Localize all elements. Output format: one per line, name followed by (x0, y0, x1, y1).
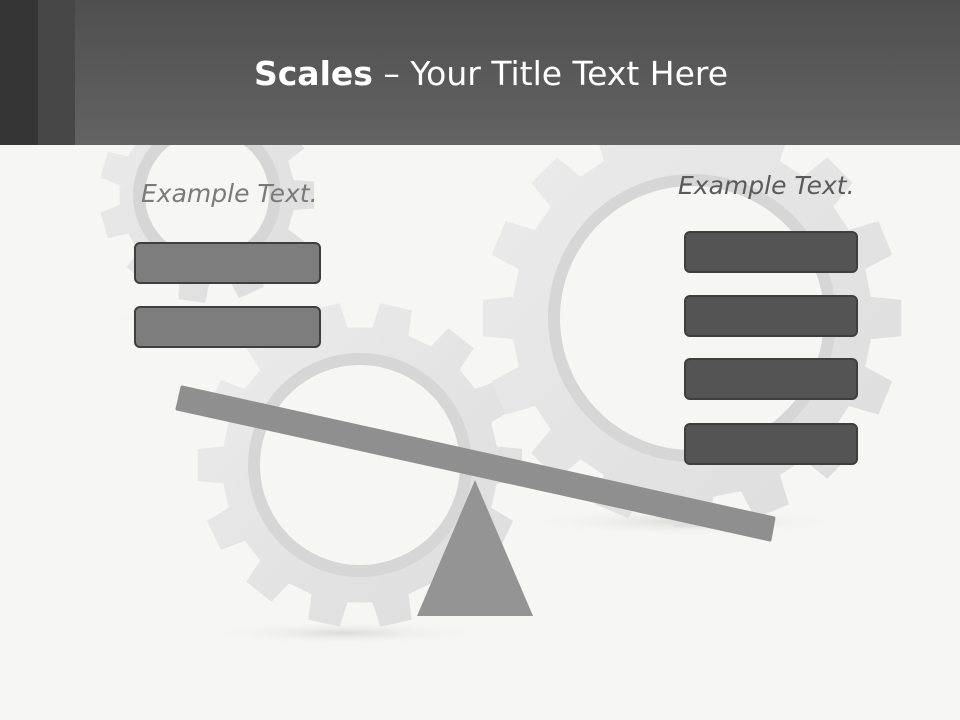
shadow-center (205, 621, 485, 645)
right-text-box[interactable] (684, 295, 858, 337)
title-bold: Scales (253, 54, 373, 93)
title-rest: – Your Title Text Here (372, 54, 729, 93)
seesaw-beam (175, 385, 776, 542)
header-stripe (38, 0, 75, 145)
right-text-box[interactable] (684, 231, 858, 273)
left-text-box[interactable] (134, 306, 321, 348)
left-caption[interactable]: Example Text. (141, 179, 318, 208)
gear-hole (145, 133, 269, 257)
slide-title[interactable]: Scales – Your Title Text Here (75, 52, 907, 96)
header-stripe (0, 0, 38, 145)
right-text-box[interactable] (684, 358, 858, 400)
fulcrum-triangle (417, 480, 533, 616)
left-text-box[interactable] (134, 242, 321, 284)
right-caption[interactable]: Example Text. (678, 171, 855, 200)
right-text-box[interactable] (684, 423, 858, 465)
title-bar: Scales – Your Title Text Here (0, 0, 960, 145)
